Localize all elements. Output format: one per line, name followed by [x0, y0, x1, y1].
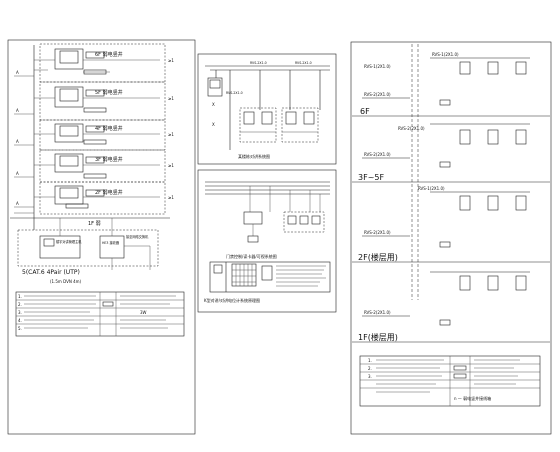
right-legend: 1. 2. 3. n — 弱电竖井接线箱 [359, 355, 541, 407]
svg-text:≥1: ≥1 [168, 132, 174, 137]
svg-text:5.: 5. [18, 326, 22, 331]
equipment-2-label: HE3 接收器 [102, 240, 120, 245]
middle-caption-1: 门禁控制/读卡器/可视系统图 [226, 253, 277, 259]
svg-text:X: X [212, 122, 215, 127]
floor-group-1f: RVS-2(2X1.0) 1F(楼层用) [352, 271, 550, 343]
svg-text:≥1: ≥1 [168, 58, 174, 63]
floor-group-3f-5f: RVS-2(2X1.0) RVS-2(2X1.0) 3F~5F [352, 123, 550, 183]
svg-text:A: A [16, 70, 19, 75]
svg-text:2.: 2. [368, 366, 372, 371]
svg-text:RVS-1(2X1.0): RVS-1(2X1.0) [432, 52, 459, 57]
first-floor-equipment-box [17, 229, 159, 267]
floor-label: 6F 弱电竖井 [95, 51, 123, 58]
svg-text:A: A [16, 108, 19, 113]
cable-label: RVS-2X1.0 [295, 61, 312, 65]
floor-label: 3F 弱电竖井 [95, 156, 123, 163]
svg-text:RVS-2(2X1.0): RVS-2(2X1.0) [364, 152, 391, 157]
floor-block-2f: 2F 弱电竖井 ≥1 A [14, 181, 174, 215]
right-panel-border [350, 41, 552, 435]
svg-text:A: A [16, 171, 19, 176]
middle-top-caption: 某楼栋对讲系统图 [238, 153, 270, 159]
floor-label-right: 6F [360, 107, 370, 116]
svg-text:RVS-2(2X1.0): RVS-2(2X1.0) [364, 230, 391, 235]
first-floor-label: 1F 弱 [88, 221, 101, 227]
svg-text:RVS-2(2X1.0): RVS-2(2X1.0) [364, 92, 391, 97]
floor-block-4f: 4F 弱电竖井 ≥1 A [14, 119, 174, 151]
svg-text:≥1: ≥1 [168, 163, 174, 168]
floor-label-right: 3F~5F [358, 173, 384, 182]
svg-text:1.: 1. [368, 358, 372, 363]
svg-text:1.: 1. [18, 294, 22, 299]
left-panel-border [7, 39, 196, 435]
floor-label-right: 2F(楼层用) [358, 252, 398, 262]
svg-text:RVS-2(2X1.0): RVS-2(2X1.0) [398, 126, 425, 131]
equipment-1-label: 楼宇对讲管理主机 [56, 239, 82, 244]
svg-text:2.: 2. [18, 302, 22, 307]
svg-text:A: A [16, 201, 19, 206]
side-note: 接至网络交换机 [126, 234, 149, 239]
floor-label: 5F 弱电竖井 [95, 89, 123, 96]
svg-text:3.: 3. [18, 310, 22, 315]
cable-label: RVS-2X1.0 [226, 91, 243, 95]
svg-text:3.: 3. [368, 374, 372, 379]
middle-bottom-panel: 门禁控制/读卡器/可视系统图 K型对讲/对讲电位计系统原理图 [197, 169, 337, 313]
cable-label: RVS-2X1.0 [250, 61, 267, 65]
left-panel: 6F 弱电竖井 ≥1 A 5F 弱电竖井 ≥1 A [7, 39, 196, 435]
svg-text:A: A [16, 139, 19, 144]
left-legend: 1. 2. 3. 4. 5. 3W [15, 291, 185, 337]
middle-bottom-border [197, 169, 337, 313]
floor-block-5f: 5F 弱电竖井 ≥1 A [14, 81, 174, 121]
middle-top-border [197, 53, 337, 165]
svg-text:3W: 3W [140, 310, 147, 315]
svg-text:RVS-1(2X1.0): RVS-1(2X1.0) [364, 64, 391, 69]
floor-group-2f: RVS-1(2X1.0) RVS-2(2X1.0) 2F(楼层用) [352, 186, 550, 263]
middle-caption-2: K型对讲/对讲电位计系统原理图 [204, 297, 260, 303]
svg-text:≥1: ≥1 [168, 195, 174, 200]
cable-spec: 5(CAT.6 4Pair (UTP) [22, 269, 80, 276]
svg-text:≥1: ≥1 [168, 96, 174, 101]
floor-block-6f: 6F 弱电竖井 ≥1 A [14, 43, 174, 83]
floor-group-6f: RVS-1(2X1.0) RVS-1(2X1.0) RVS-2(2X1.0) 6… [352, 52, 550, 117]
right-panel: RVS-1(2X1.0) RVS-1(2X1.0) RVS-2(2X1.0) 6… [350, 41, 552, 435]
cable-sub: (1.5m DVN 4m) [50, 279, 82, 284]
svg-text:RVS-2(2X1.0): RVS-2(2X1.0) [364, 310, 391, 315]
svg-text:n — 弱电竖井接线箱: n — 弱电竖井接线箱 [454, 395, 491, 401]
middle-top-panel: RVS-2X1.0 RVS-2X1.0 RVS-2X1.0 X X 某楼栋对讲系… [197, 53, 337, 165]
svg-text:4.: 4. [18, 318, 22, 323]
floor-label: 2F 弱电竖井 [95, 189, 123, 196]
floor-label: 4F 弱电竖井 [95, 125, 123, 132]
floor-block-3f: 3F 弱电竖井 ≥1 A [14, 149, 174, 183]
svg-text:X: X [212, 102, 215, 107]
floor-label-right: 1F(楼层用) [358, 332, 398, 342]
svg-text:RVS-1(2X1.0): RVS-1(2X1.0) [418, 186, 445, 191]
